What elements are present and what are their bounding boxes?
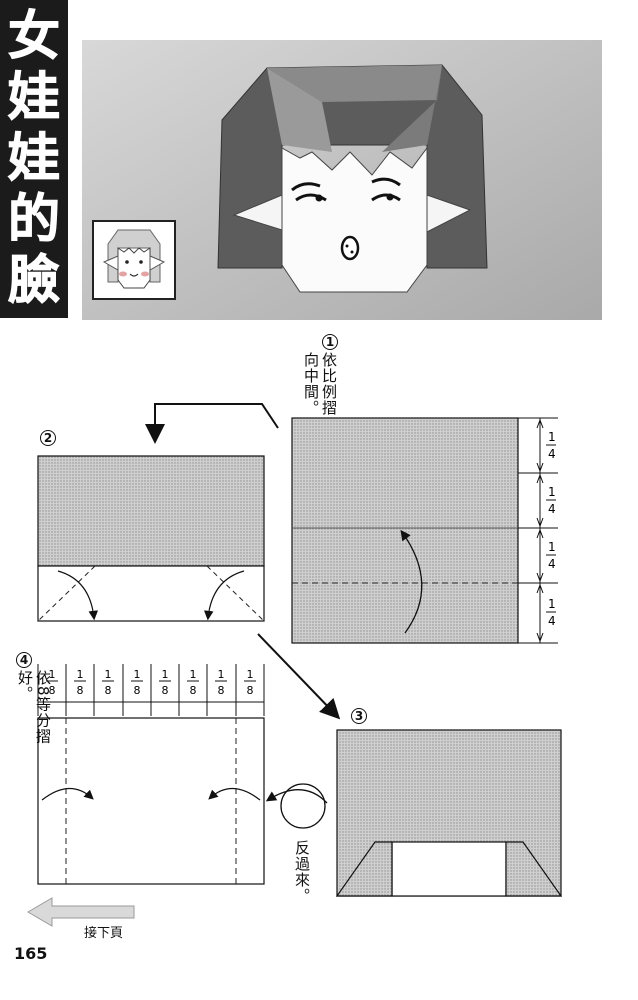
title-char: 臉	[7, 251, 60, 312]
fraction-denominator: 8	[162, 684, 169, 697]
fraction-numerator: 1	[190, 668, 197, 681]
step-number: 4	[16, 652, 32, 668]
step-number: 3	[351, 708, 367, 724]
step2-panel	[37, 455, 265, 622]
fraction-numerator: 1	[247, 668, 254, 681]
fraction-denominator: 8	[218, 684, 225, 697]
step-number: 1	[322, 334, 338, 350]
model-thumbnail	[92, 220, 176, 300]
next-page-arrow-icon	[27, 897, 135, 927]
fraction-numerator: 1	[134, 668, 141, 681]
fraction-denominator: 4	[548, 447, 556, 461]
step-arrow	[145, 403, 279, 444]
step3-panel	[335, 729, 563, 897]
fraction-denominator: 8	[49, 684, 56, 697]
title-char: 娃	[7, 128, 60, 189]
fraction-denominator: 4	[548, 557, 556, 571]
step-number: 2	[40, 430, 56, 446]
title-char: 娃	[7, 67, 60, 128]
fraction-numerator: 1	[105, 668, 112, 681]
fraction-numerator: 1	[77, 668, 84, 681]
doll-face-icon	[102, 229, 166, 289]
step4-instruction: 依8等分摺好。	[16, 670, 52, 745]
fraction-denominator: 8	[77, 684, 84, 697]
step-arrow	[257, 633, 341, 720]
step1-instruction: 依比例摺向中間。	[302, 352, 338, 416]
next-page-label: 接下頁	[84, 926, 124, 941]
title-bar: 女 娃 娃 的 臉	[0, 0, 68, 318]
fraction-numerator: 1	[548, 540, 556, 554]
fraction-numerator: 1	[548, 485, 556, 499]
step4-panel: 1 8 1 8 1 8 1 8 1 8 1 8 1 8 1 8	[37, 664, 265, 885]
fraction-denominator: 8	[247, 684, 254, 697]
fraction-denominator: 4	[548, 502, 556, 516]
flip-instruction: 反過來。	[293, 840, 311, 904]
fraction-numerator: 1	[548, 597, 556, 611]
fraction-denominator: 8	[134, 684, 141, 697]
fraction-denominator: 4	[548, 614, 556, 628]
fraction-numerator: 1	[548, 430, 556, 444]
page-number: 165	[14, 944, 48, 963]
title-char: 的	[7, 190, 60, 251]
step1-panel: 1 4 1 4 1 4 1 4	[291, 417, 558, 644]
fraction-numerator: 1	[162, 668, 169, 681]
fraction-denominator: 8	[105, 684, 112, 697]
fraction-numerator: 1	[49, 668, 56, 681]
fraction-denominator: 8	[190, 684, 197, 697]
fraction-numerator: 1	[218, 668, 225, 681]
flip-over-icon	[265, 783, 328, 829]
title-char: 女	[7, 6, 60, 67]
